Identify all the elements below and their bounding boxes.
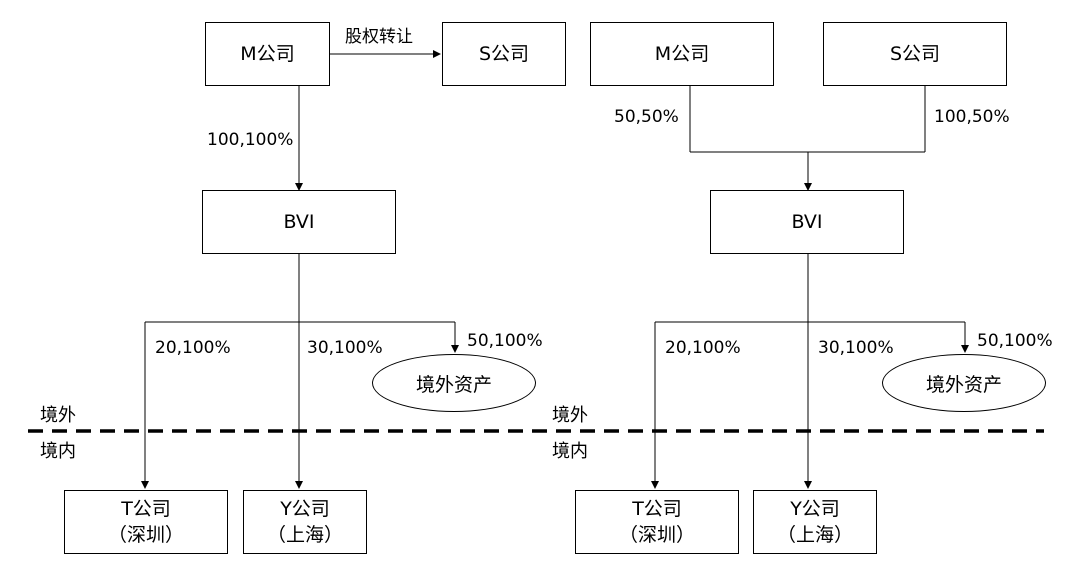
left-y-company-box: Y公司 （上海） (243, 490, 367, 554)
left-y-company-label: Y公司 (280, 498, 330, 520)
left-t-company-label: T公司 (121, 498, 171, 520)
left-m-to-bvi-label: 100,100% (207, 130, 294, 150)
right-overseas-assets-label: 境外资产 (925, 373, 1002, 396)
right-m-company-label: M公司 (654, 43, 710, 65)
left-bvi-box: BVI (202, 190, 396, 254)
left-zone-outside-label: 境外 (40, 405, 76, 426)
right-y-company-label: Y公司 (790, 498, 840, 520)
left-s-company-box: S公司 (442, 22, 566, 86)
right-y-location-label: （上海） (776, 524, 853, 546)
right-overseas-share-label: 50,100% (977, 331, 1053, 351)
left-y-location-label: （上海） (266, 524, 343, 546)
right-t-share-label: 20,100% (665, 338, 741, 358)
right-t-company-label: T公司 (632, 498, 682, 520)
left-t-company-box: T公司 （深圳） (64, 490, 228, 554)
right-m-company-box: M公司 (590, 22, 774, 86)
right-bvi-label: BVI (791, 211, 823, 233)
left-y-share-label: 30,100% (307, 338, 383, 358)
left-m-company-box: M公司 (205, 22, 330, 86)
right-t-location-label: （深圳） (618, 524, 695, 546)
right-bvi-box: BVI (710, 190, 904, 254)
right-m-share-label: 50,50% (614, 107, 679, 127)
right-y-company-box: Y公司 （上海） (753, 490, 877, 554)
right-zone-outside-label: 境外 (552, 405, 588, 426)
right-overseas-assets-ellipse: 境外资产 (882, 354, 1046, 412)
left-t-location-label: （深圳） (107, 524, 184, 546)
right-t-company-box: T公司 （深圳） (575, 490, 739, 554)
left-overseas-assets-ellipse: 境外资产 (372, 354, 536, 412)
left-transfer-label: 股权转让 (345, 27, 413, 47)
right-s-company-box: S公司 (823, 22, 1007, 86)
right-s-company-label: S公司 (889, 43, 941, 65)
left-overseas-assets-label: 境外资产 (415, 373, 492, 396)
left-m-company-label: M公司 (240, 43, 295, 65)
left-s-company-label: S公司 (478, 43, 530, 65)
left-t-share-label: 20,100% (155, 338, 231, 358)
left-zone-inside-label: 境内 (40, 441, 76, 462)
right-zone-inside-label: 境内 (552, 441, 588, 462)
left-bvi-label: BVI (283, 211, 315, 233)
left-overseas-share-label: 50,100% (467, 331, 543, 351)
right-y-share-label: 30,100% (818, 338, 894, 358)
right-s-share-label: 100,50% (934, 107, 1010, 127)
